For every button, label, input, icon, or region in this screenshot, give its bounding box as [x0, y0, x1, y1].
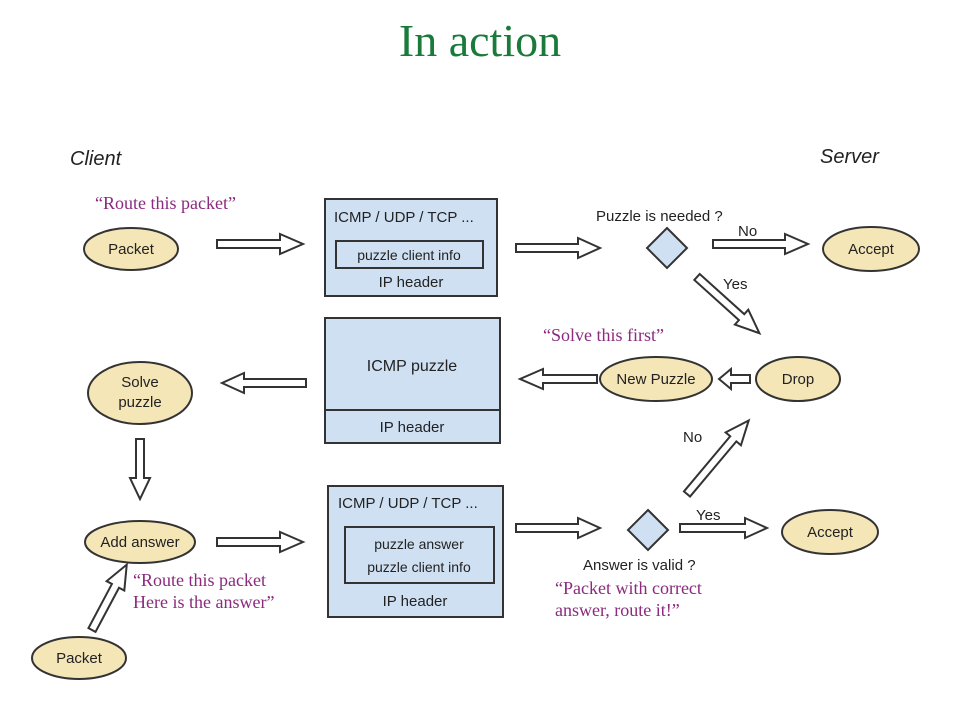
svg-text:ICMP puzzle: ICMP puzzle — [367, 358, 458, 375]
svg-text:Accept: Accept — [848, 241, 895, 258]
node-new-puzzle: New Puzzle — [599, 356, 713, 402]
svg-text:IP header: IP header — [380, 419, 445, 436]
quote-correct-line2: answer, route it!” — [555, 600, 680, 620]
edge-label-no-middle: No — [683, 429, 702, 446]
arrow-no-to-drop — [682, 418, 751, 498]
quote-route-answer-line1: “Route this packet — [133, 570, 266, 590]
arrow-packet-to-box — [216, 232, 306, 256]
node-add-answer: Add answer — [84, 520, 196, 564]
node-drop: Drop — [755, 356, 841, 402]
svg-text:puzzle answer: puzzle answer — [374, 536, 464, 552]
decision-answer-valid: Answer is valid ? — [583, 508, 696, 574]
node-packet-top: Packet — [83, 227, 179, 271]
svg-text:ICMP / UDP / TCP ...: ICMP / UDP / TCP ... — [338, 495, 478, 512]
svg-text:IP header: IP header — [383, 593, 448, 610]
packet-box-top: ICMP / UDP / TCP ... puzzle client info … — [324, 198, 498, 297]
quote-solve-first: “Solve this first” — [543, 325, 664, 345]
arrow-solve-to-add-answer — [128, 438, 152, 502]
svg-text:Packet: Packet — [56, 650, 103, 667]
svg-text:Drop: Drop — [782, 371, 815, 388]
arrow-add-answer-to-box — [216, 530, 306, 554]
arrow-box-to-solve — [219, 371, 307, 395]
svg-text:Add answer: Add answer — [100, 534, 179, 551]
svg-text:New Puzzle: New Puzzle — [616, 371, 695, 388]
slide-title: In action — [398, 15, 562, 66]
svg-text:Packet: Packet — [108, 241, 155, 258]
svg-text:puzzle client info: puzzle client info — [357, 247, 461, 263]
decision-puzzle-needed: Puzzle is needed ? — [596, 208, 723, 270]
svg-text:Answer is valid ?: Answer is valid ? — [583, 557, 696, 574]
arrow-no-to-accept — [712, 232, 811, 256]
svg-text:IP header: IP header — [379, 274, 444, 291]
svg-text:Solve: Solve — [121, 374, 159, 391]
arrow-box-to-answer-decision — [515, 516, 603, 540]
arrow-yes-to-accept — [679, 516, 770, 540]
quote-route-answer-line2: Here is the answer” — [133, 592, 274, 612]
packet-box-middle: ICMP puzzle IP header — [324, 317, 501, 444]
arrow-new-puzzle-to-box — [517, 367, 598, 391]
svg-text:puzzle client info: puzzle client info — [367, 559, 471, 575]
edge-label-yes-top: Yes — [723, 276, 747, 293]
arrow-yes-to-drop — [692, 272, 762, 335]
quote-correct-line1: “Packet with correct — [555, 578, 702, 598]
node-solve-puzzle: Solve puzzle — [87, 361, 193, 425]
svg-text:Puzzle is needed ?: Puzzle is needed ? — [596, 208, 723, 225]
arrow-box-to-decision — [515, 236, 603, 260]
arrow-drop-to-new-puzzle — [717, 366, 751, 392]
svg-text:Accept: Accept — [807, 524, 854, 541]
arrow-packet-to-add-answer — [87, 562, 128, 634]
node-packet-bottom: Packet — [31, 636, 127, 680]
node-accept-top: Accept — [822, 226, 920, 272]
edge-label-no-top: No — [738, 223, 757, 240]
quote-route-packet: “Route this packet” — [95, 193, 236, 213]
server-label: Server — [820, 146, 880, 168]
packet-box-bottom: ICMP / UDP / TCP ... puzzle answer puzzl… — [327, 485, 504, 618]
client-label: Client — [70, 148, 123, 170]
node-accept-bottom: Accept — [781, 509, 879, 555]
svg-text:ICMP / UDP / TCP ...: ICMP / UDP / TCP ... — [334, 209, 474, 226]
edge-label-yes-bottom: Yes — [696, 507, 720, 524]
svg-text:puzzle: puzzle — [118, 394, 161, 411]
